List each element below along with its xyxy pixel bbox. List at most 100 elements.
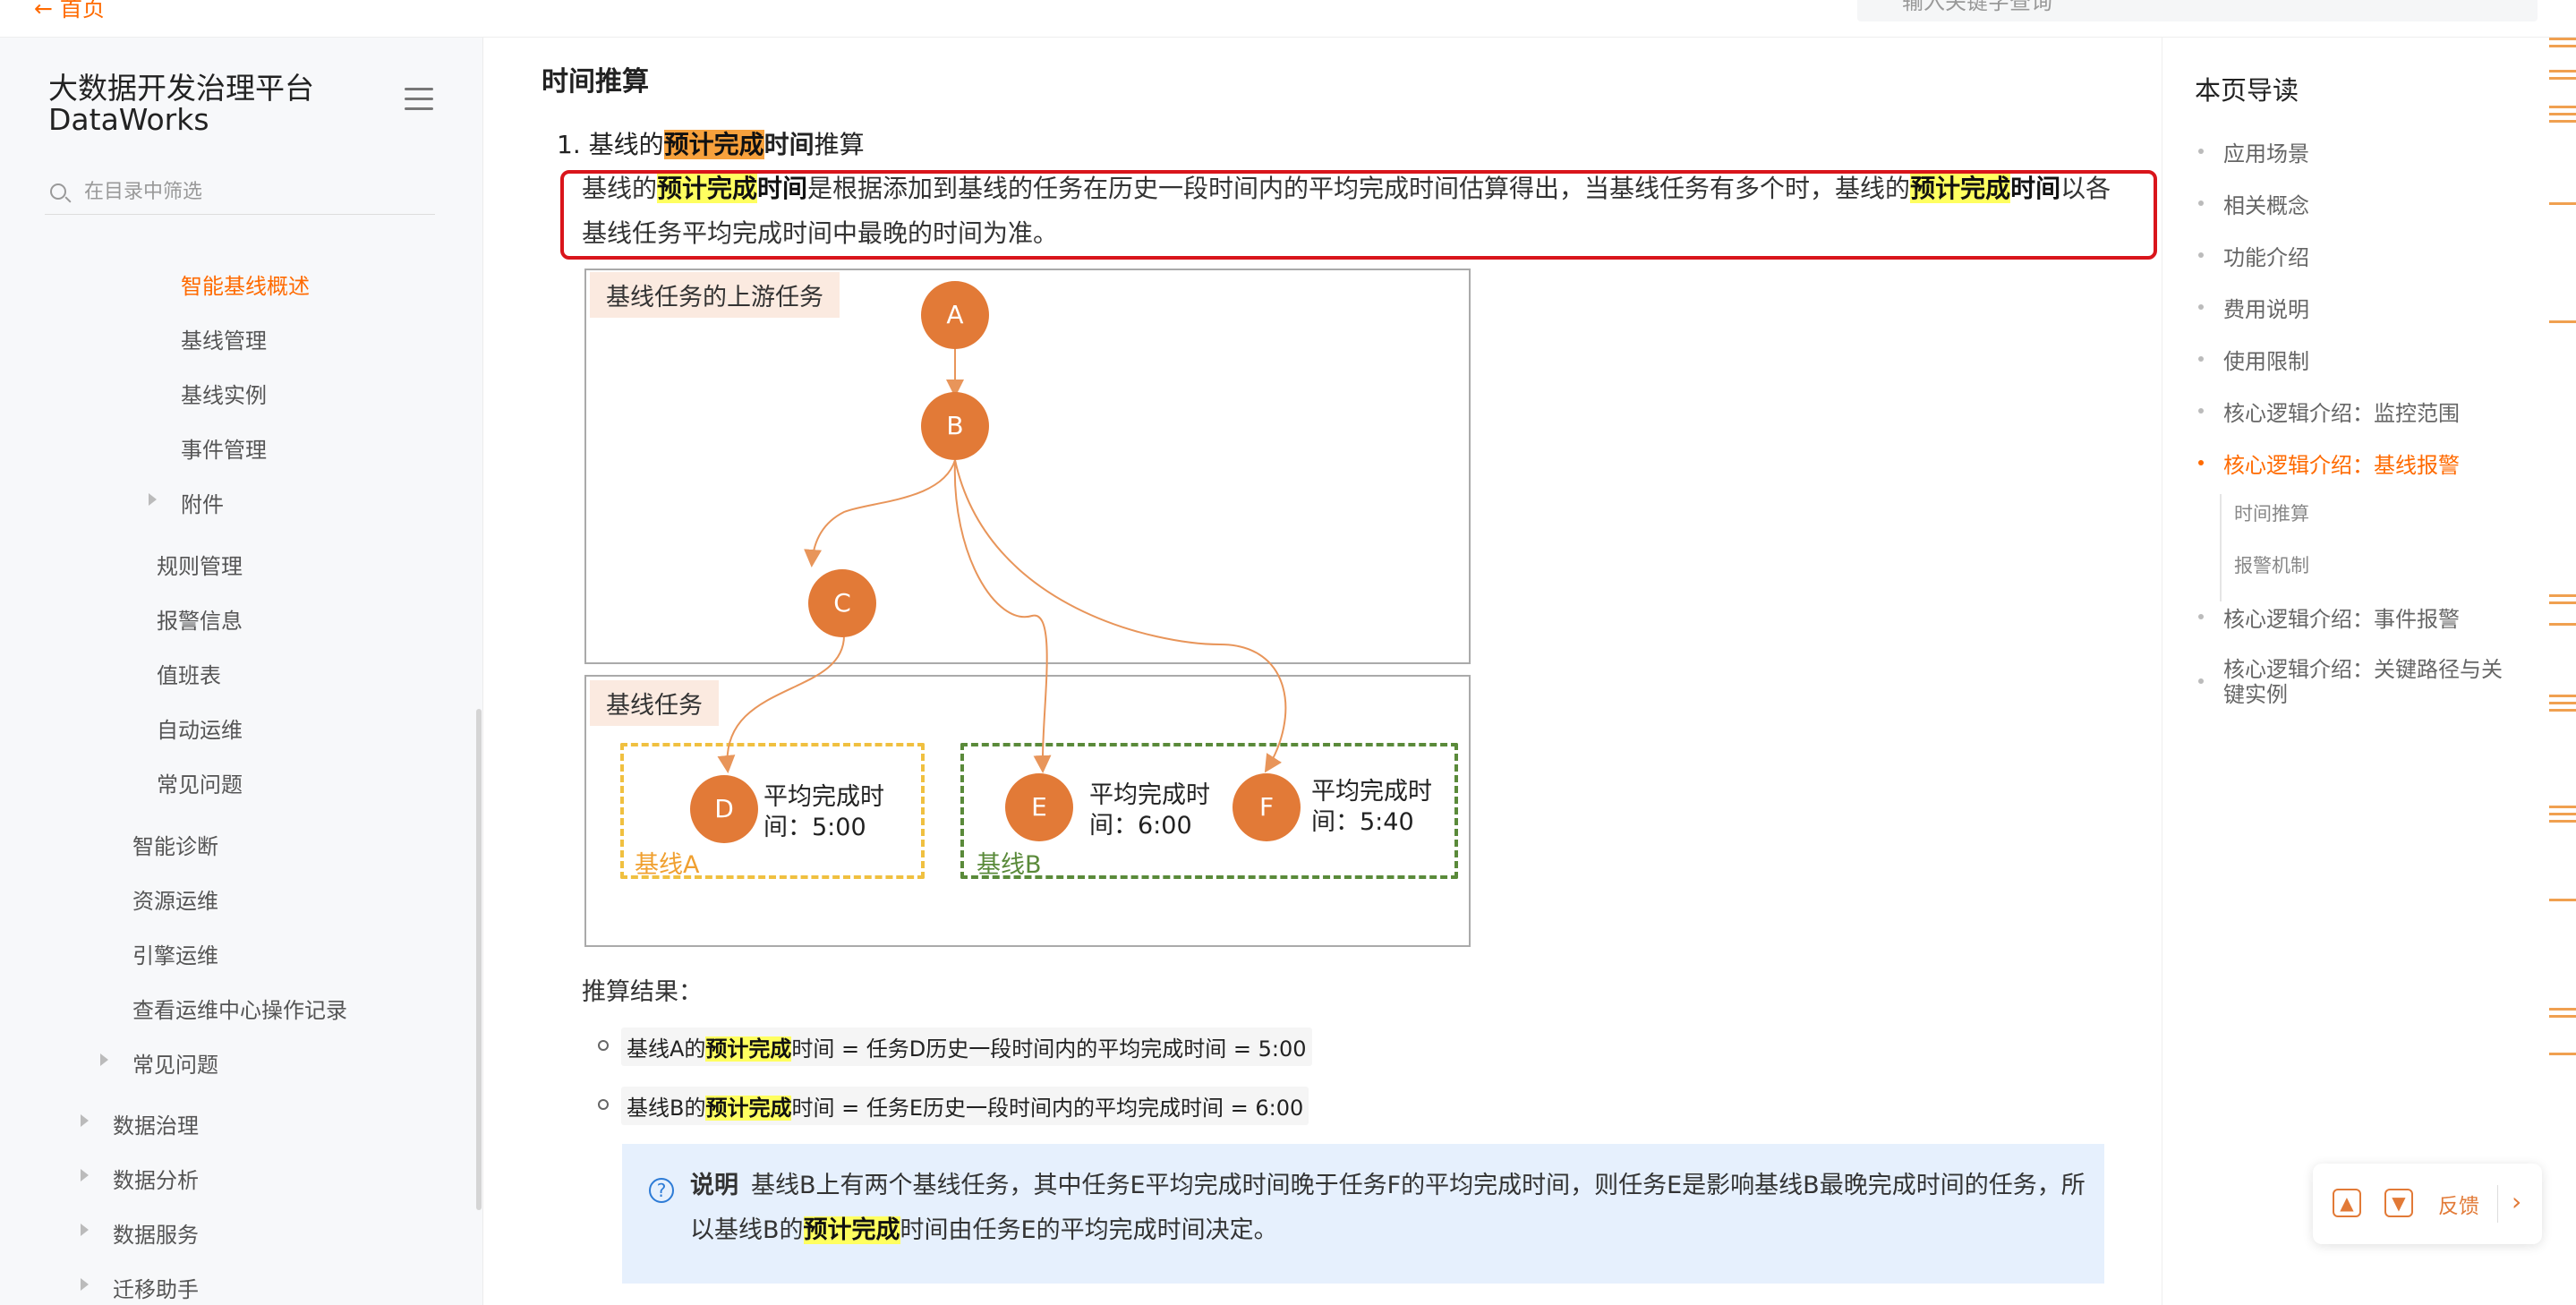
avg-line: 间：6:00 (1089, 812, 1192, 840)
toc-sub-line (2220, 494, 2222, 601)
chevron-right-icon[interactable] (81, 1169, 89, 1181)
chevron-right-icon[interactable] (81, 1114, 89, 1127)
bold-text: 时间 (2010, 174, 2061, 203)
baseline-a-label: 基线A (635, 851, 700, 879)
sidebar-item-data-analysis[interactable]: 数据分析 (113, 1168, 199, 1193)
step-suffix: 推算 (814, 130, 865, 159)
toc-item-concepts[interactable]: 相关概念 (2223, 193, 2309, 218)
formula-text: 时间 = 任务D历史一段时间内的平均完成时间 = 5:00 (791, 1036, 1307, 1062)
formula-text: 基线B的 (627, 1096, 706, 1121)
note-label: 说明 (690, 1172, 738, 1199)
product-subtitle: DataWorks (48, 102, 209, 137)
highlight-text: 预计完成 (663, 130, 764, 159)
note-box: ? 说明基线B上有两个基线任务，其中任务E平均完成时间晚于任务F的平均完成时间，… (622, 1144, 2104, 1284)
toc-dot (2198, 356, 2204, 362)
thumbs-up-icon[interactable]: ▲ (2333, 1189, 2361, 1217)
list-bullet (598, 1099, 609, 1110)
avg-line: 平均完成时 (1311, 778, 1432, 806)
sidebar-item-faq[interactable]: 常见问题 (157, 772, 243, 798)
node-b: B (921, 392, 989, 460)
list-bullet (598, 1040, 609, 1051)
toc-item-scenarios[interactable]: 应用场景 (2223, 141, 2309, 166)
menu-collapse-icon[interactable] (405, 88, 433, 111)
step-prefix: 1. 基线的 (557, 130, 664, 159)
scroll-markers (2549, 0, 2576, 1305)
toc-dot (2198, 252, 2204, 258)
chevron-right-icon[interactable]: › (2512, 1187, 2522, 1216)
page-toc: 本页导读 应用场景 相关概念 功能介绍 费用说明 使用限制 核心逻辑介绍：监控范… (2162, 38, 2538, 1305)
bold-text: 时间 (763, 130, 815, 159)
toc-item-features[interactable]: 功能介绍 (2223, 245, 2309, 270)
sidebar-item-duty-table[interactable]: 值班表 (157, 663, 221, 688)
node-e: E (1005, 773, 1073, 841)
divider (2497, 1185, 2498, 1223)
sidebar-item-rule-manage[interactable]: 规则管理 (157, 554, 243, 579)
sidebar-item-ops-log[interactable]: 查看运维中心操作记录 (132, 998, 347, 1023)
chevron-right-icon[interactable] (81, 1224, 89, 1236)
home-link[interactable]: ← 首页 (34, 0, 105, 21)
para-text: 是根据添加到基线的任务在历史一段时间内的平均完成时间估算得出，当基线任务有多个时… (807, 174, 1911, 203)
avg-time-e: 平均完成时 间：6:00 (1089, 780, 1210, 841)
search-icon (50, 183, 66, 200)
sidebar-item-attachment[interactable]: 附件 (181, 492, 224, 517)
avg-line: 平均完成时 (1089, 781, 1210, 809)
toc-item-limits[interactable]: 使用限制 (2223, 349, 2309, 374)
formula-a: 基线A的预计完成时间 = 任务D历史一段时间内的平均完成时间 = 5:00 (621, 1028, 1312, 1066)
filter-placeholder: 在目录中筛选 (84, 181, 203, 203)
toc-item-event-alarm[interactable]: 核心逻辑介绍：事件报警 (2223, 607, 2460, 632)
toc-sub-alarm-mechanism[interactable]: 报警机制 (2234, 555, 2309, 576)
upstream-panel (584, 269, 1471, 664)
sidebar-item-alarm-info[interactable]: 报警信息 (157, 609, 243, 634)
feedback-button[interactable]: 反馈 (2438, 1195, 2479, 1218)
avg-time-d: 平均完成时 间：5:00 (763, 782, 884, 843)
sidebar-item-resource-ops[interactable]: 资源运维 (132, 889, 218, 914)
sidebar-scrollbar[interactable] (476, 709, 482, 1210)
question-icon: ? (649, 1178, 674, 1203)
chevron-right-icon[interactable] (100, 1053, 108, 1066)
toc-dot (2198, 408, 2204, 414)
sidebar-item-auto-ops[interactable]: 自动运维 (157, 718, 243, 743)
chevron-right-icon[interactable] (81, 1278, 89, 1291)
chevron-right-icon[interactable] (149, 493, 157, 506)
sidebar-item-engine-ops[interactable]: 引擎运维 (132, 943, 218, 968)
sidebar-item-data-governance[interactable]: 数据治理 (113, 1113, 199, 1139)
step-heading: 1. 基线的预计完成时间推算 (557, 125, 865, 161)
note-text: 说明基线B上有两个基线任务，其中任务E平均完成时间晚于任务F的平均完成时间，则任… (690, 1164, 2086, 1253)
sidebar-item-baseline-overview[interactable]: 智能基线概述 (181, 274, 310, 299)
sidebar-item-baseline-manage[interactable]: 基线管理 (181, 328, 267, 354)
thumbs-down-icon[interactable]: ▼ (2384, 1189, 2413, 1217)
toc-item-billing[interactable]: 费用说明 (2223, 297, 2309, 322)
diagram-edges (717, 347, 1287, 773)
baseline-b-box (960, 743, 1458, 879)
sidebar-item-smart-diagnosis[interactable]: 智能诊断 (132, 834, 218, 859)
directory-filter-input[interactable]: 在目录中筛选 (45, 170, 435, 215)
toc-sub-time-calc[interactable]: 时间推算 (2234, 503, 2309, 525)
toc-item-baseline-alarm[interactable]: 核心逻辑介绍：基线报警 (2223, 453, 2460, 478)
result-title: 推算结果： (582, 978, 703, 1006)
sidebar-item-data-service[interactable]: 数据服务 (113, 1223, 199, 1248)
formula-b: 基线B的预计完成时间 = 任务E历史一段时间内的平均完成时间 = 6:00 (621, 1087, 1309, 1125)
toc-item-monitor-scope[interactable]: 核心逻辑介绍：监控范围 (2223, 401, 2460, 426)
node-c: C (808, 569, 876, 637)
baseline-a-box (620, 743, 925, 879)
toc-dot (2198, 200, 2204, 206)
toc-dot-active (2198, 460, 2204, 465)
sidebar-item-migration[interactable]: 迁移助手 (113, 1277, 199, 1302)
avg-line: 间：5:40 (1311, 808, 1414, 836)
sidebar-item-baseline-instance[interactable]: 基线实例 (181, 383, 267, 408)
search-input[interactable]: 输入关键字查询 (1857, 0, 2538, 21)
toc-dot (2198, 304, 2204, 310)
formula-text: 基线A的 (627, 1036, 706, 1062)
avg-line: 间：5:00 (763, 814, 866, 841)
highlight-text: 预计完成 (705, 1036, 792, 1062)
section-title: 时间推算 (542, 66, 649, 98)
sidebar-item-faq-2[interactable]: 常见问题 (132, 1053, 218, 1078)
sidebar-item-event-manage[interactable]: 事件管理 (181, 438, 267, 463)
avg-line: 平均完成时 (763, 783, 884, 811)
toc-title: 本页导读 (2195, 75, 2299, 106)
toc-item-critical-path-cont[interactable]: 键实例 (2223, 682, 2288, 707)
para-text: 以各基线任务平均完成时间中最晚的时间为准。 (582, 174, 2111, 248)
avg-time-f: 平均完成时 间：5:40 (1311, 777, 1432, 838)
toc-item-critical-path[interactable]: 核心逻辑介绍：关键路径与关 (2223, 657, 2503, 682)
red-highlight-box (560, 170, 2157, 260)
